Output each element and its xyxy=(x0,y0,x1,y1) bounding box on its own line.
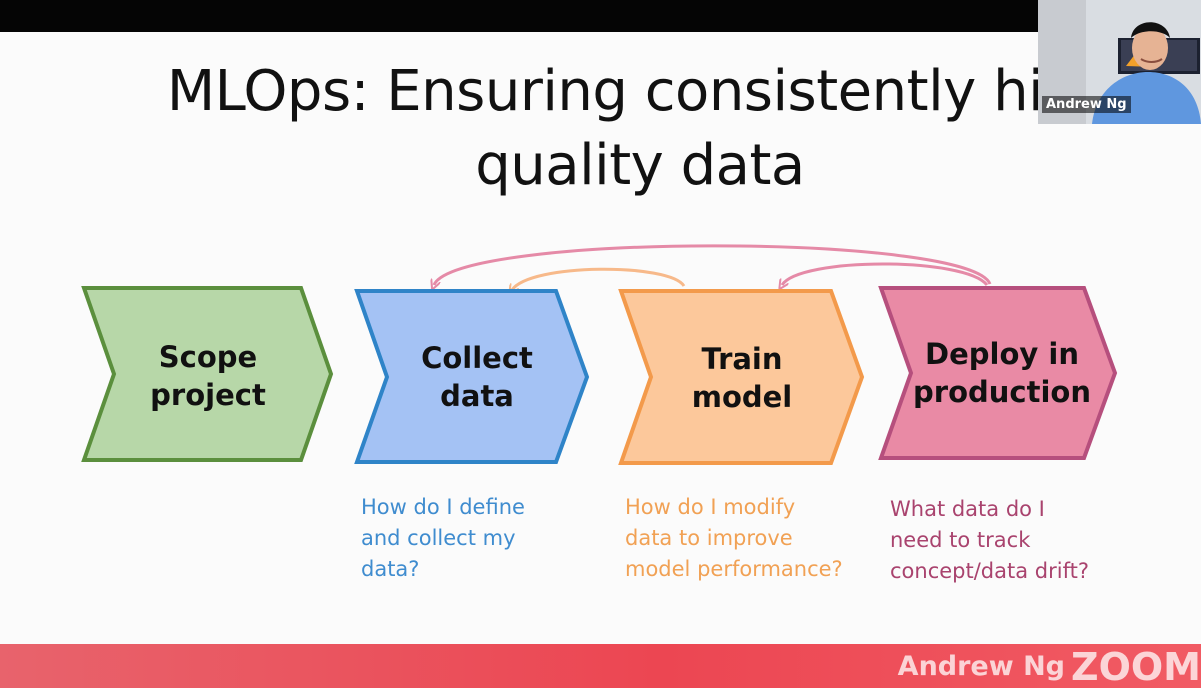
stage-collect-shape xyxy=(354,289,590,464)
arrow-deploy-to-train xyxy=(782,262,989,285)
question-collect: How do I define and collect my data? xyxy=(361,495,525,581)
top-black-bar xyxy=(0,0,1201,32)
bottom-red-bar xyxy=(0,644,1201,688)
zoom-logo-text: ZOOM xyxy=(1071,645,1201,689)
stage-deploy-shape xyxy=(878,286,1118,460)
stage-deploy-label: Deploy in production xyxy=(913,337,1091,409)
webcam-thumbnail[interactable]: Andrew Ng xyxy=(1038,0,1201,124)
stage-collect-label: Collect data xyxy=(421,341,533,413)
webcam-speaker-name: Andrew Ng xyxy=(1042,96,1131,113)
arrow-train-to-collect xyxy=(512,267,686,290)
stage-train-shape xyxy=(618,289,865,465)
arrow-deploy-to-collect xyxy=(434,244,992,285)
question-train: How do I modify data to improve model pe… xyxy=(625,495,843,581)
stage-scope-shape xyxy=(81,286,334,462)
bottom-speaker-name: Andrew Ng xyxy=(897,651,1066,682)
speaker-video-icon xyxy=(1038,0,1201,124)
stage-scope-label: Scope project xyxy=(150,340,266,412)
stage-train-label: Train model xyxy=(691,342,793,414)
question-deploy: What data do I need to track concept/dat… xyxy=(890,497,1089,583)
